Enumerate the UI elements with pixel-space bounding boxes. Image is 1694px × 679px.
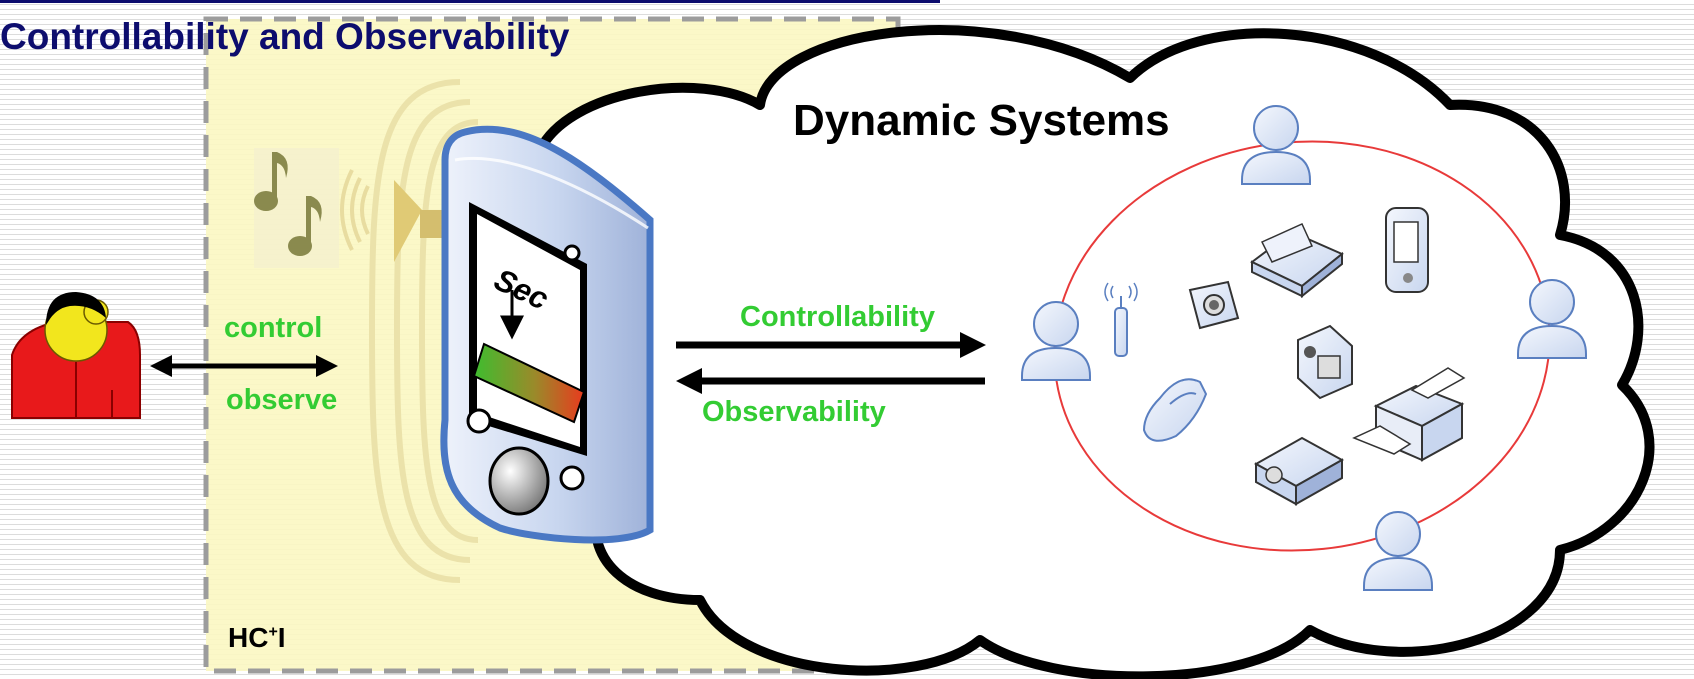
top-rule [0,0,940,3]
hci-label-end: I [277,622,286,653]
signal-bar [472,342,586,424]
pda-icon [1385,207,1429,293]
observability-arrowhead [676,368,702,394]
phone-icon [1142,378,1208,442]
controllability-label: Controllability [740,301,935,333]
observe-label: observe [226,384,338,416]
control-label: control [224,312,323,344]
user-icon [1021,301,1091,381]
cloud-title: Dynamic Systems [793,96,1170,145]
sound-waves [368,79,479,583]
arrowhead-left [150,355,172,377]
page-title: Controllability and Observability [0,16,570,57]
user-icon [1241,105,1311,185]
music-notes-icon [254,148,339,268]
observability-label: Observability [702,396,886,428]
camera-icon [1188,280,1240,330]
projector-icon [1253,436,1345,506]
hci-label-sup: + [268,623,278,641]
controllability-arrowhead [960,332,986,358]
hci-label-main: HC [228,622,269,653]
antenna-icon [1104,282,1138,357]
handheld-device-icon [440,125,712,544]
user-icon [1363,511,1433,591]
user-icon [1517,279,1587,359]
hci-zone-label: HC+I [228,622,286,654]
scanner-icon [1250,223,1344,299]
camcorder-icon [1297,324,1353,400]
arrowhead-right [316,355,338,377]
speaker-icon [340,169,445,262]
person-icon [11,292,141,419]
printer-icon [1352,367,1466,462]
